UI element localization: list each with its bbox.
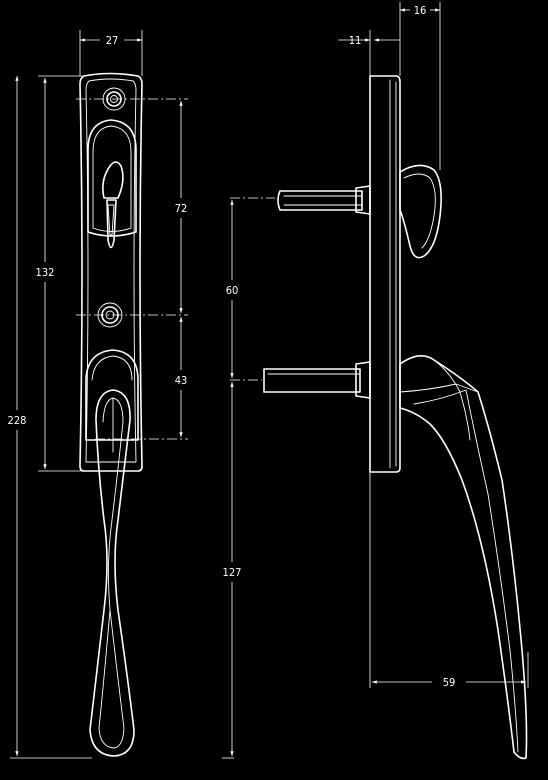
- dim-spindle-to-tip-127: 127: [223, 566, 242, 579]
- dim-offset-11: 11: [349, 34, 362, 47]
- dim-plate-height-132: 132: [36, 266, 55, 279]
- side-lever-handle: [399, 355, 528, 760]
- upper-spindle: [277, 185, 371, 215]
- front-plate-outline: [79, 72, 143, 472]
- side-lever-handle-ridge: [399, 383, 519, 753]
- handle-rosette-inner: [91, 355, 133, 381]
- handle-rosette: [85, 349, 139, 441]
- side-locking-knob: [399, 164, 442, 259]
- dim-total-height-228: 228: [8, 414, 27, 427]
- dim-width-27: 27: [106, 34, 119, 47]
- side-handle-neck: [433, 359, 471, 441]
- dim-knob-depth-16: 16: [414, 4, 427, 17]
- dim-projection-59: 59: [443, 676, 456, 689]
- lower-spindle: [263, 361, 371, 399]
- front-view: [76, 72, 188, 757]
- locking-knob: [87, 119, 137, 249]
- side-knob-inner: [403, 173, 436, 249]
- dim-hole-to-spindle-43: 43: [175, 374, 188, 387]
- dim-knob-to-spindle-60: 60: [226, 284, 239, 297]
- side-plate: [369, 75, 401, 473]
- dim-hole-spacing-72: 72: [175, 202, 188, 215]
- front-lever-handle-inner: [98, 397, 125, 749]
- front-lever-handle: [89, 389, 135, 757]
- front-dimensions: 27 132 228 72 43: [8, 30, 188, 759]
- front-plate-inner-edge: [85, 78, 137, 463]
- side-view: [230, 75, 528, 760]
- side-dimensions: 16 11 60 127 59: [222, 2, 529, 759]
